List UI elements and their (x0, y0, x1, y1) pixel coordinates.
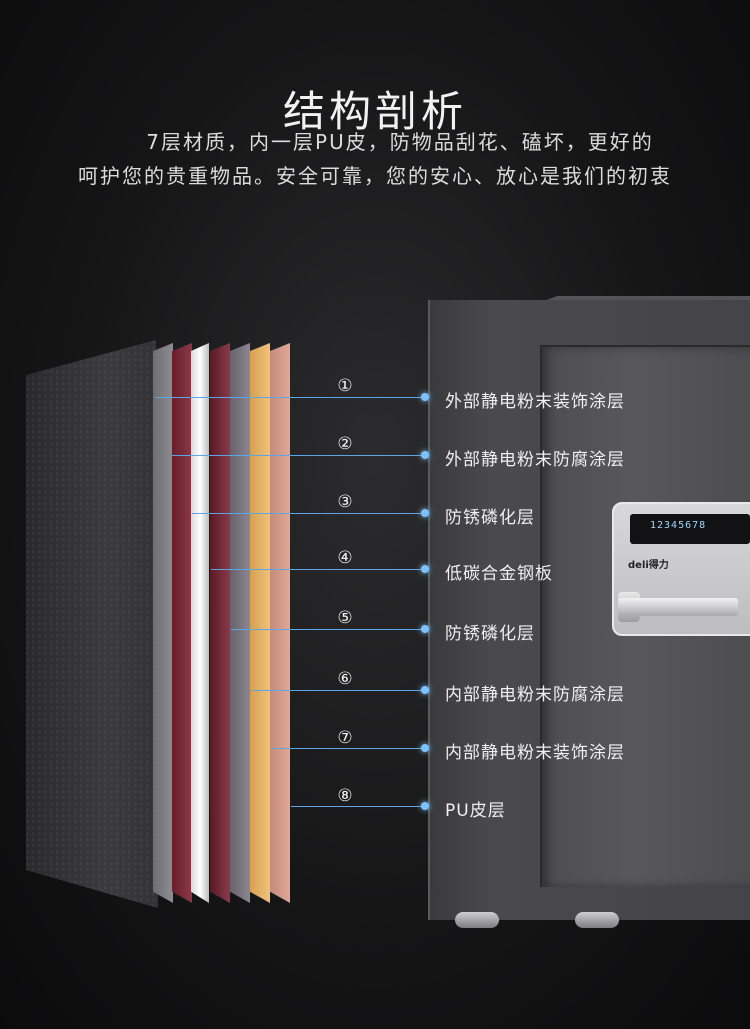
callout-label: PU皮层 (445, 801, 506, 821)
layer-inner-decor (270, 343, 290, 903)
safe-foot-right (575, 912, 619, 928)
layer-inner-anticorrosion (250, 343, 270, 903)
description-line-2: 呵护您的贵重物品。安全可靠，您的安心、放心是我们的初衷 (78, 164, 672, 188)
outer-panel-slab (26, 340, 158, 908)
callout-number: ① (337, 376, 353, 396)
callout-dot (421, 686, 429, 694)
callout-dot (421, 509, 429, 517)
page-title: 结构剖析 (282, 87, 467, 137)
layer-steel-plate (210, 343, 230, 903)
layer-phosphate-inner (230, 343, 250, 903)
callout-dot (421, 451, 429, 459)
callout-label: 内部静电粉末防腐涂层 (445, 685, 625, 705)
callout-dot (421, 802, 429, 810)
callout-line (251, 690, 425, 691)
callout-label: 外部静电粉末装饰涂层 (445, 392, 625, 412)
callout-number: ④ (337, 548, 353, 568)
lock-display: 12345678 (650, 520, 707, 531)
callout-line (172, 455, 425, 456)
callout-dot (421, 565, 429, 573)
keypad (630, 514, 750, 544)
callout-line (192, 513, 425, 514)
callout-label: 防锈磷化层 (445, 624, 535, 644)
layer-powder-anticorrosion (172, 343, 192, 903)
callout-number: ⑤ (337, 608, 353, 628)
callout-dot (421, 625, 429, 633)
callout-label: 内部静电粉末装饰涂层 (445, 743, 625, 763)
callout-label: 防锈磷化层 (445, 508, 535, 528)
safe-foot-left (455, 912, 499, 928)
callout-line (291, 806, 425, 807)
callout-dot (421, 393, 429, 401)
layer-powder-decor (153, 343, 173, 903)
callout-line (155, 397, 425, 398)
brand-logo: deli得力 (628, 560, 669, 571)
callout-number: ⑦ (337, 728, 353, 748)
callout-label: 外部静电粉末防腐涂层 (445, 450, 625, 470)
callout-number: ⑥ (337, 669, 353, 689)
callout-number: ③ (337, 492, 353, 512)
callout-number: ⑧ (337, 786, 353, 806)
callout-label: 低碳合金钢板 (445, 564, 553, 584)
callout-number: ② (337, 434, 353, 454)
callout-line (271, 748, 425, 749)
callout-dot (421, 744, 429, 752)
layer-phosphate (191, 343, 209, 903)
safe-handle (618, 598, 738, 616)
callout-line (211, 569, 425, 570)
callout-line (231, 629, 425, 630)
description-line-1: 7层材质，内一层PU皮，防物品刮花、磕坏，更好的 (146, 130, 654, 154)
